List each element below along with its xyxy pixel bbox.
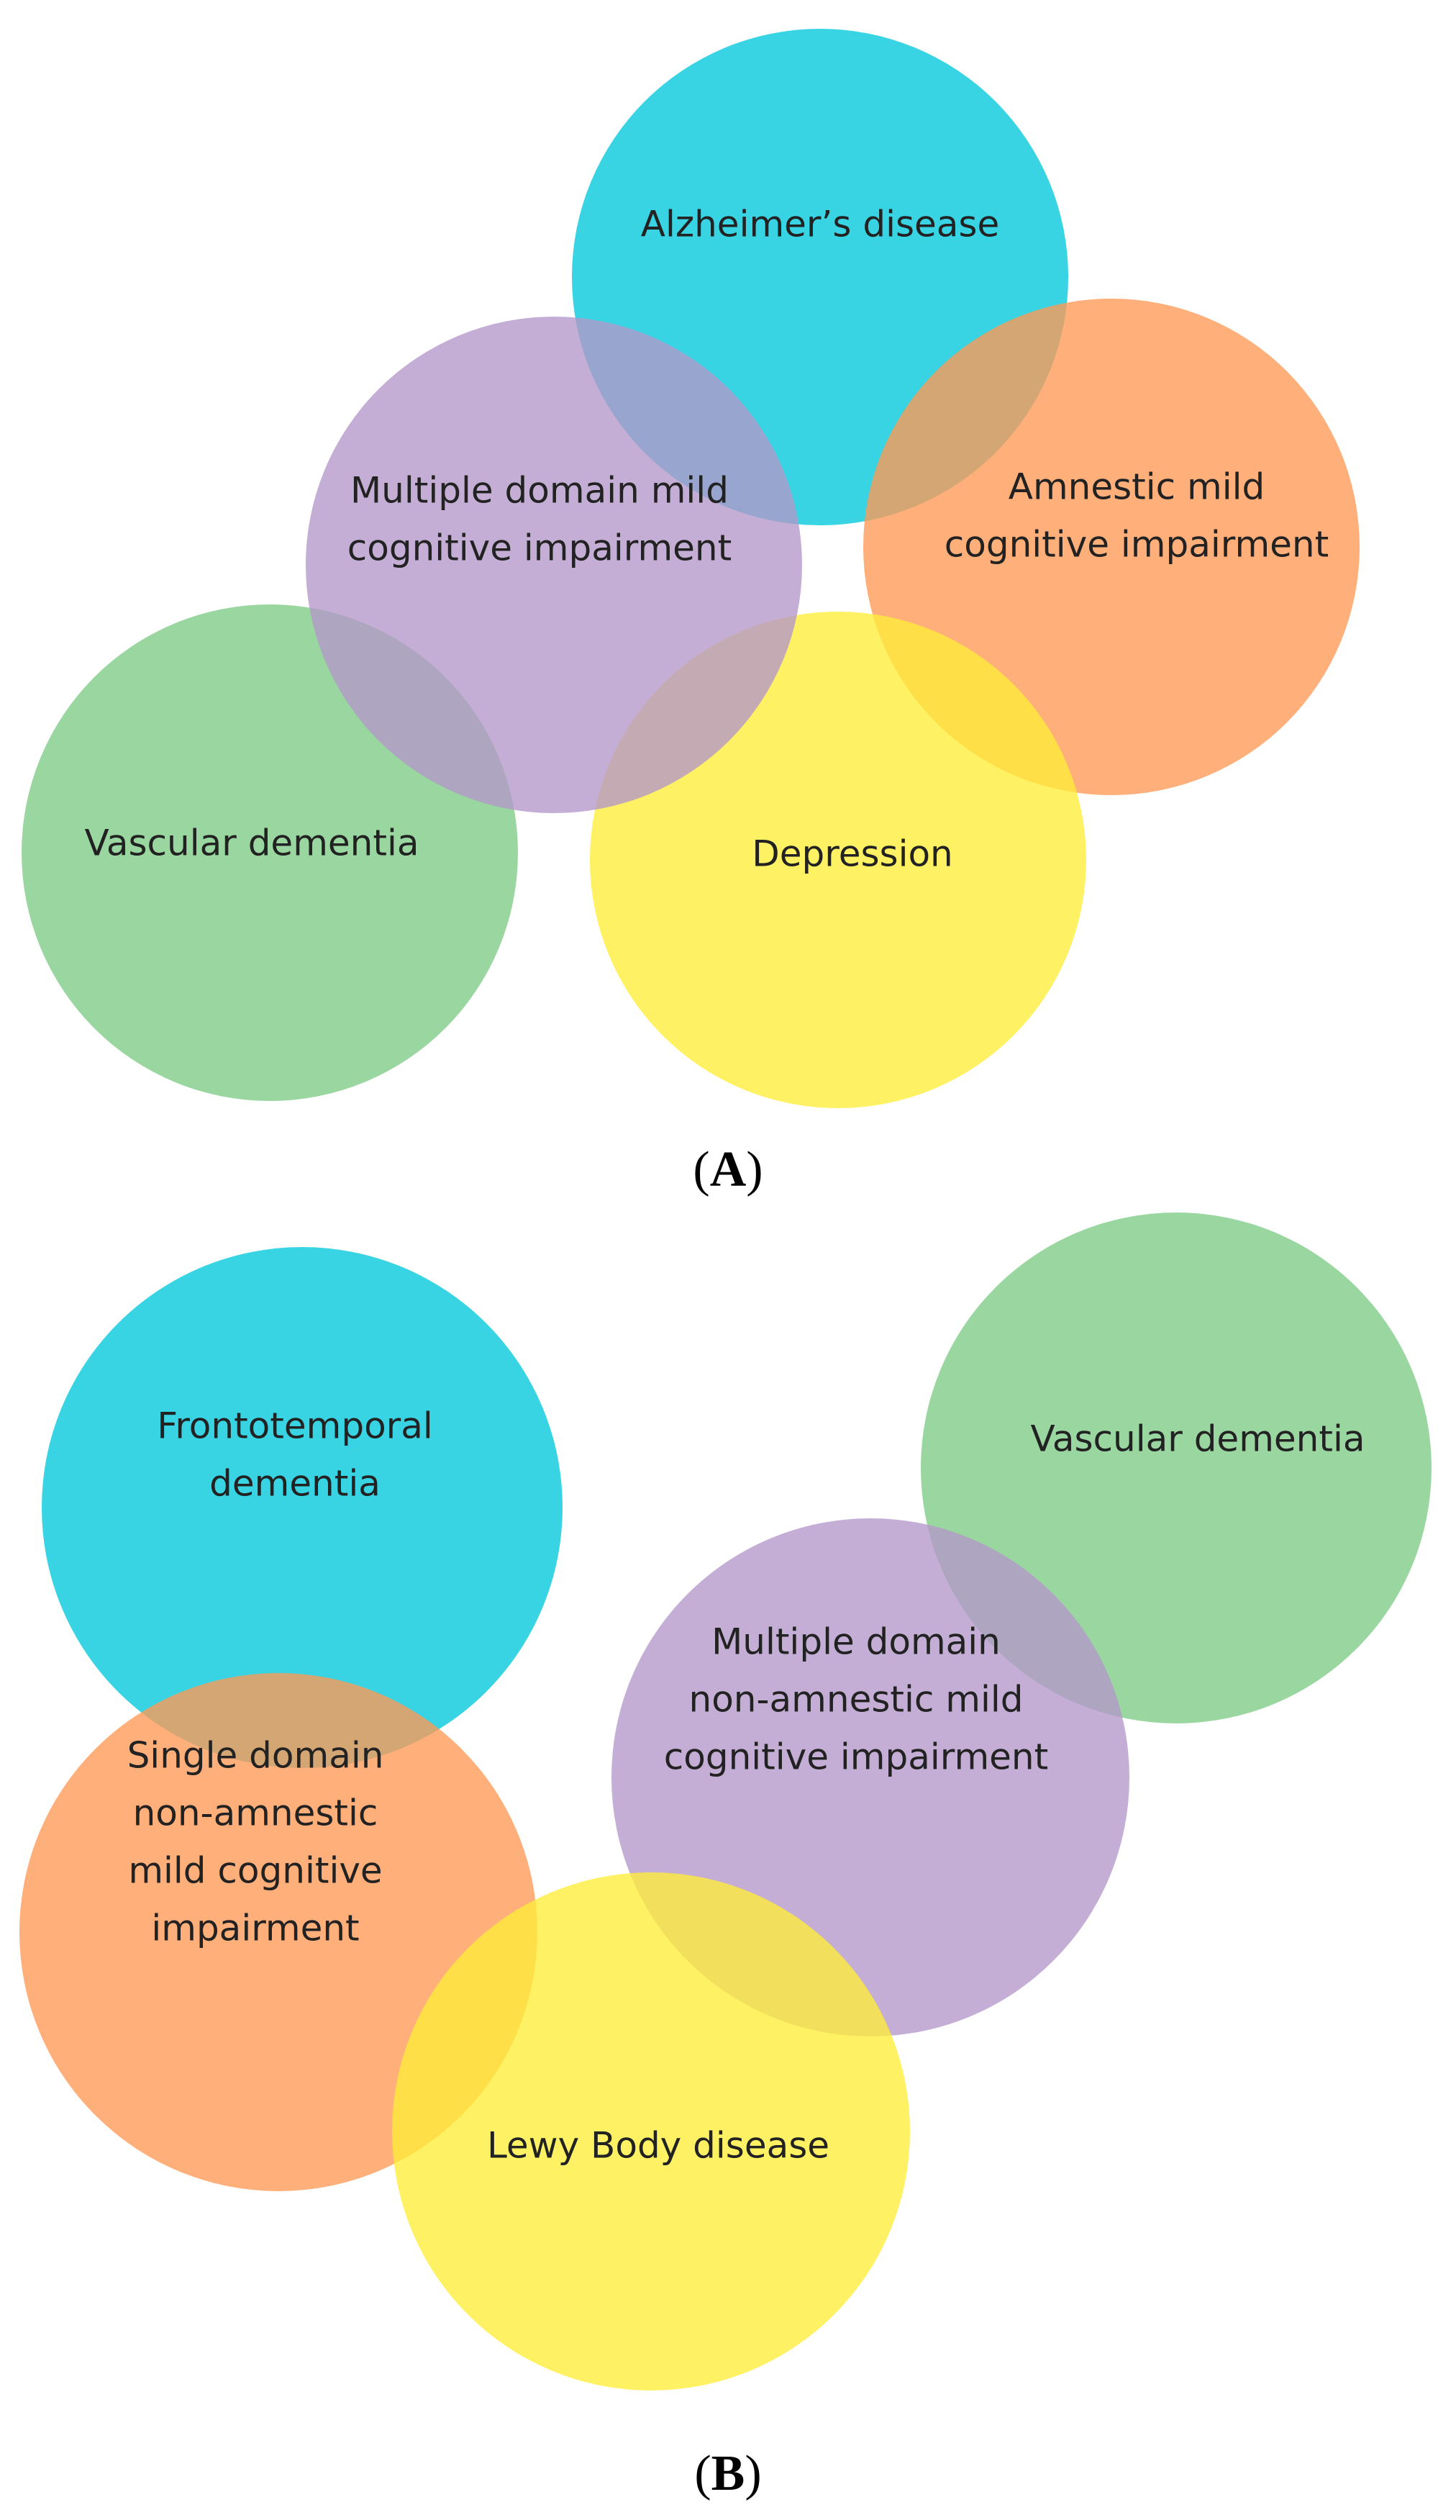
circle-frontotemporal-dementia: [42, 1247, 563, 1768]
label-amnestic-mci-line-2: cognitive impairment: [945, 524, 1329, 566]
panel-label-open: (: [693, 1142, 709, 1197]
label-single-domain-na-mci-line-4: impairment: [151, 1908, 359, 1949]
label-multiple-domain-na-mci-line-1: Multiple domain: [711, 1621, 1001, 1663]
circle-labels: Frontotemporal dementia Vascular dementiaS…: [127, 1405, 1365, 2167]
panel-label-letter: A: [710, 1142, 747, 1197]
label-single-domain-na-mci-line-2: non-amnestic: [133, 1792, 378, 1834]
label-single-domain-na-mci-line-3: mild cognitive: [128, 1850, 382, 1892]
panel-label-b: (B): [694, 2446, 761, 2501]
panel-label-open: (: [694, 2446, 711, 2501]
panel-label-close: ): [746, 1142, 763, 1197]
circles: [22, 29, 1360, 1108]
circles: [19, 1213, 1432, 2390]
panel-label-letter: B: [711, 2446, 745, 2501]
label-multiple-domain-na-mci-line-2: non-amnestic mild: [689, 1679, 1024, 1721]
label-lewy-body-line-1: Lewy Body disease: [487, 2125, 829, 2167]
diagram-b: Frontotemporal dementia Vascular dementiaS…: [19, 1213, 1432, 2390]
label-frontotemporal-dementia-line-2: dementia: [209, 1463, 381, 1505]
panel-label-a: (A): [693, 1142, 763, 1197]
label-multiple-domain-na-mci-line-3: cognitive impairment: [664, 1736, 1048, 1778]
panel-label-close: ): [745, 2446, 761, 2501]
label-depression-line-1: Depression: [752, 833, 953, 875]
label-alzheimers-line-1: Alzheimer’s disease: [641, 204, 999, 245]
label-multiple-domain-mci-line-1: Multiple domain mild: [350, 470, 729, 512]
label-single-domain-na-mci-line-1: Single domain: [127, 1735, 384, 1777]
label-amnestic-mci-line-1: Amnestic mild: [1009, 466, 1265, 508]
label-vascular-dementia-line-1: Vascular dementia: [1031, 1418, 1365, 1460]
circle-lewy-body: [392, 1872, 910, 2390]
label-frontotemporal-dementia-line-1: Frontotemporal: [157, 1405, 433, 1447]
label-multiple-domain-mci-line-2: cognitive impairment: [347, 527, 732, 569]
circle-multiple-domain-mci: [306, 317, 802, 813]
label-vascular-dementia-line-1: Vascular dementia: [85, 822, 419, 864]
